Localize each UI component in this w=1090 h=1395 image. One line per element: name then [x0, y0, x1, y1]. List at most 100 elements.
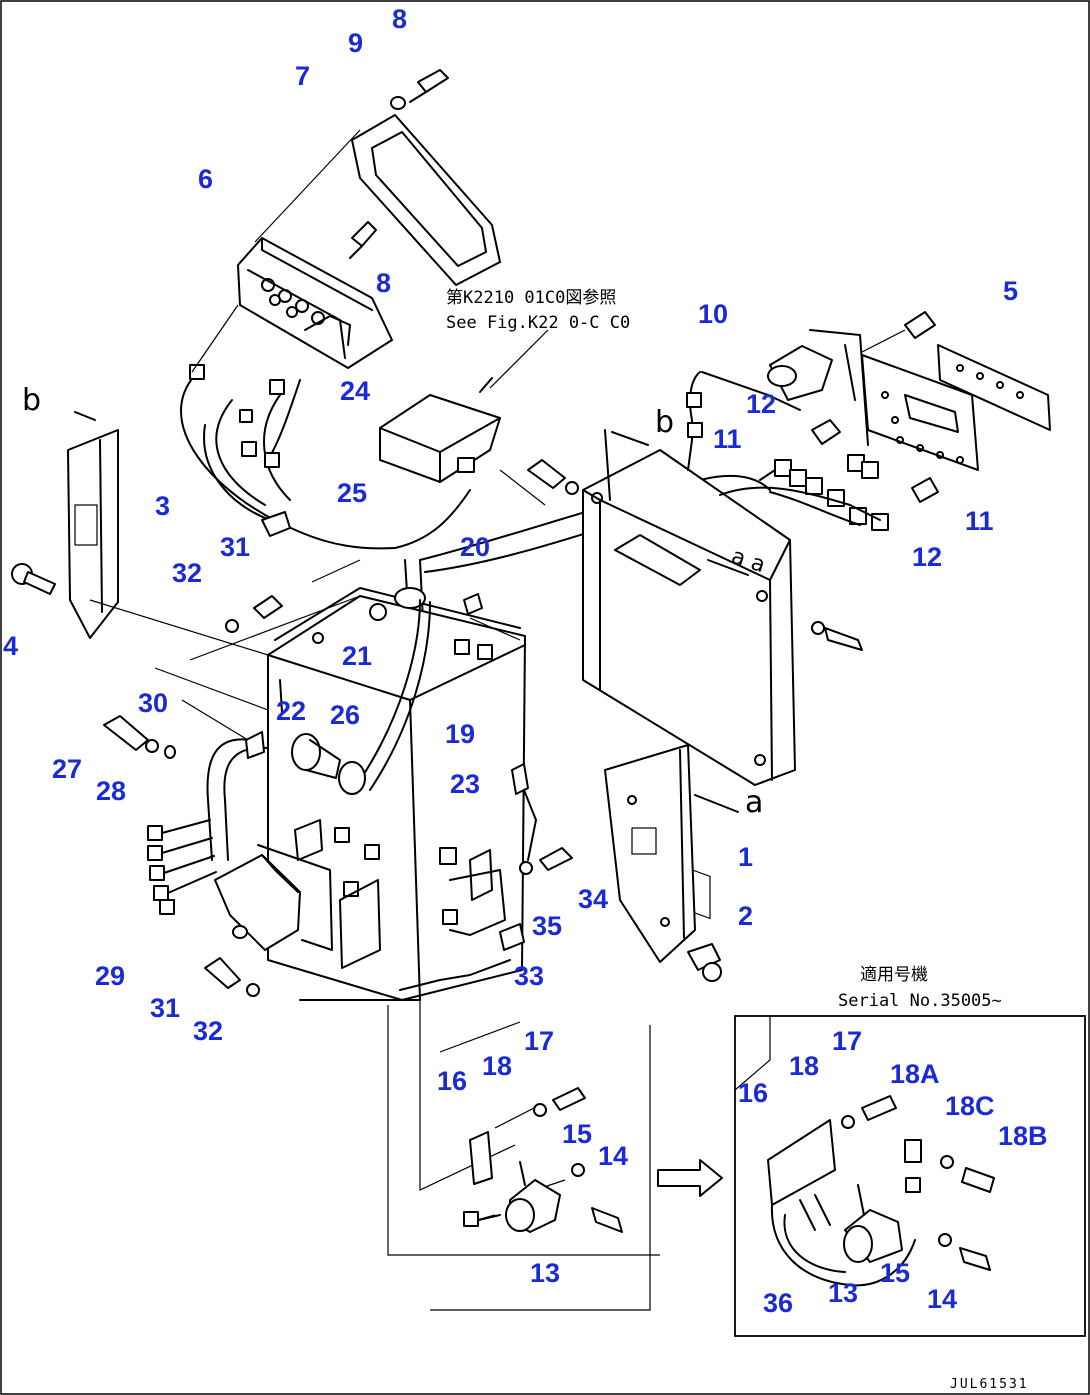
callout-24: 24 [340, 376, 370, 406]
callout-8-top: 8 [392, 4, 407, 34]
callout-16-left: 16 [437, 1066, 467, 1096]
callout-18-left: 18 [482, 1051, 512, 1081]
bolt-31-top [253, 595, 283, 619]
callout-15-left: 15 [562, 1119, 592, 1149]
callout-11-left: 11 [713, 424, 742, 454]
callout-1: 1 [738, 842, 753, 872]
view-arrow-b-right [611, 431, 649, 446]
main-housing [267, 587, 526, 1001]
view-arrow-a-bottom [694, 794, 739, 813]
bolt-5 [904, 311, 936, 339]
callout-10: 10 [698, 299, 728, 329]
switch-12a [811, 419, 841, 445]
bracket-3 [67, 429, 119, 639]
callout-8-mid: 8 [376, 268, 391, 298]
washer-9 [390, 96, 406, 110]
clip-20 [463, 593, 483, 615]
callout-32-top: 32 [172, 558, 202, 588]
clip-23-upper [511, 763, 529, 795]
connector-c [264, 452, 280, 468]
washer-18b [841, 1115, 855, 1129]
callout-14-left: 14 [598, 1141, 628, 1171]
clip-33 [499, 923, 525, 951]
callout-31-bottom: 31 [150, 993, 180, 1023]
bolt-plate-right [824, 627, 863, 651]
bolt-8-mid [349, 221, 377, 259]
cover-29 [214, 844, 333, 951]
callout-30: 30 [138, 688, 168, 718]
callout-18C: 18C [945, 1091, 995, 1121]
block-18A [904, 1139, 922, 1163]
callout-35: 35 [532, 911, 562, 941]
switch-group [686, 329, 979, 531]
callout-29: 29 [95, 961, 125, 991]
callout-16-inset: 16 [738, 1078, 768, 1108]
callout-13-left: 13 [530, 1258, 560, 1288]
callout-28: 28 [96, 776, 126, 806]
callout-14-inset: 14 [927, 1284, 957, 1314]
callout-17-inset: 17 [832, 1026, 862, 1056]
harness-upper [180, 371, 771, 801]
reference-note-line2: See Fig.K22 0-C C0 [446, 313, 630, 333]
callout-25: 25 [337, 478, 367, 508]
serial-note-line1: 適用号機 [860, 965, 928, 985]
callout-3: 3 [155, 491, 170, 521]
bolt-31-bottom [204, 957, 241, 989]
bolt-27 [103, 715, 149, 751]
callout-9: 9 [348, 28, 363, 58]
relay-10 [767, 345, 833, 401]
callout-31-top: 31 [220, 532, 250, 562]
callout-12-bottom: 12 [912, 542, 942, 572]
bolt-34 [539, 847, 573, 871]
arrow-to-inset [657, 1159, 723, 1197]
callout-13-inset: 13 [828, 1278, 858, 1308]
washer-32-bottom [246, 983, 260, 997]
bolt-17b [861, 1095, 897, 1121]
callout-18A: 18A [890, 1059, 940, 1089]
mount-plate-right [582, 429, 796, 920]
callout-6: 6 [198, 164, 213, 194]
solenoid-13b [843, 1184, 903, 1263]
connector-b [241, 441, 257, 457]
callout-34: 34 [578, 884, 608, 914]
bolt-14b [959, 1247, 991, 1271]
bolt-plate-left [527, 459, 566, 489]
bracket-30 [245, 731, 265, 759]
reference-note-line1: 第K2210 01C0図参照 [446, 288, 616, 308]
bracket-16b [767, 1119, 836, 1206]
callout-17-left: 17 [524, 1026, 554, 1056]
connector-22 [291, 733, 341, 779]
cover-plate-1 [604, 744, 696, 963]
sub-assembly-left [463, 1087, 623, 1233]
serial-note-line2: Serial No.35005~ [838, 991, 1002, 1011]
callout-11-right: 11 [965, 506, 994, 536]
callout-32-bottom: 32 [193, 1016, 223, 1046]
drawing-code: JUL61531 [950, 1377, 1029, 1392]
callout-5: 5 [1003, 276, 1018, 306]
callout-19: 19 [445, 719, 475, 749]
grommet-21 [394, 587, 426, 609]
washer-35 [519, 861, 533, 875]
callout-26: 26 [330, 700, 360, 730]
clamp-25 [261, 511, 291, 537]
callout-2: 2 [738, 901, 753, 931]
bolt-14a [591, 1207, 623, 1233]
callout-18-inset: 18 [789, 1051, 819, 1081]
connector-26 [338, 761, 366, 795]
connector-d [269, 379, 285, 395]
connector-e [239, 409, 253, 423]
bolt-4 [11, 563, 56, 595]
washer-18C [940, 1155, 954, 1169]
bolt-2 [687, 943, 722, 982]
washer-32-top [225, 619, 239, 633]
bracket-16a [469, 1131, 493, 1185]
callout-33: 33 [514, 961, 544, 991]
washer-15a [571, 1163, 585, 1177]
harness-30 [147, 738, 269, 915]
controller-box [379, 377, 501, 483]
washer-28 [145, 739, 159, 753]
washer-15b [938, 1233, 952, 1247]
callout-36: 36 [763, 1288, 793, 1318]
washer-18a [533, 1103, 547, 1117]
